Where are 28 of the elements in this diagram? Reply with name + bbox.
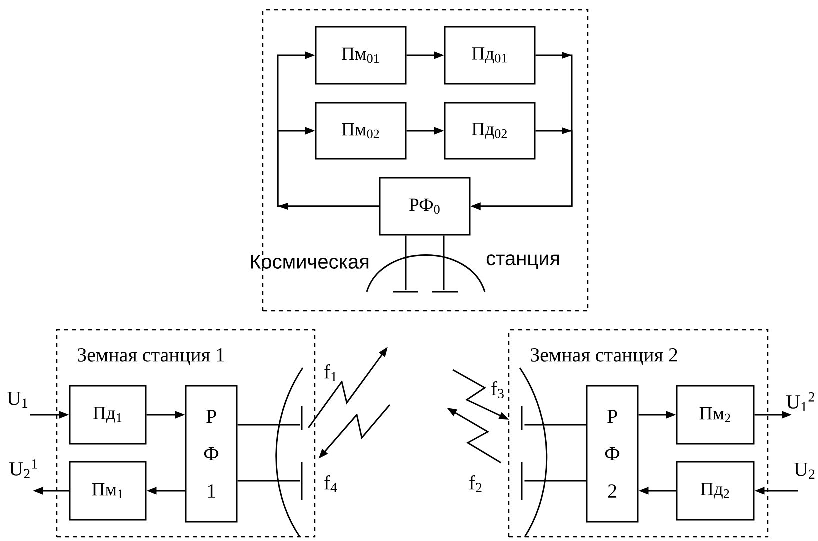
line — [238, 424, 300, 426]
block-box: Пм$_{1}$ — [69, 461, 147, 521]
edge-label: U$_{2}$ — [794, 463, 815, 479]
line — [238, 480, 300, 482]
edge-label: f$_{2}$ — [469, 476, 482, 492]
block-box: Пд$_{2}$ — [676, 461, 755, 521]
line — [524, 480, 586, 482]
filter-box: Р Ф 1 — [185, 385, 238, 523]
edge-label: f$_{4}$ — [324, 476, 338, 492]
block-box: Пд$_{1}$ — [69, 385, 147, 445]
block-box: Пм$_{01}$ — [315, 26, 407, 85]
edge-label: f$_{3}$ — [491, 381, 504, 399]
antenna-drawing — [519, 368, 548, 538]
antenna-drawing — [276, 368, 304, 538]
edge-label: U$_{1}$ — [7, 392, 28, 408]
line — [405, 236, 407, 290]
line — [443, 236, 445, 290]
filter-box: Р Ф 2 — [586, 385, 639, 523]
edge-label: U$_{1}$2 — [786, 392, 814, 412]
edge-label: U$_{2}$1 — [10, 459, 38, 479]
block-box: Пм$_{02}$ — [315, 102, 407, 160]
radio-link-arrow — [277, 127, 380, 208]
block-box: Пд$_{01}$ — [444, 26, 536, 85]
edge-label: f$_{1}$ — [324, 364, 337, 382]
block-box: Пм$_{2}$ — [676, 385, 755, 445]
block-box: РФ$_{0}$ — [379, 177, 471, 236]
block-box: Пд$_{02}$ — [444, 102, 536, 160]
line — [524, 424, 586, 426]
